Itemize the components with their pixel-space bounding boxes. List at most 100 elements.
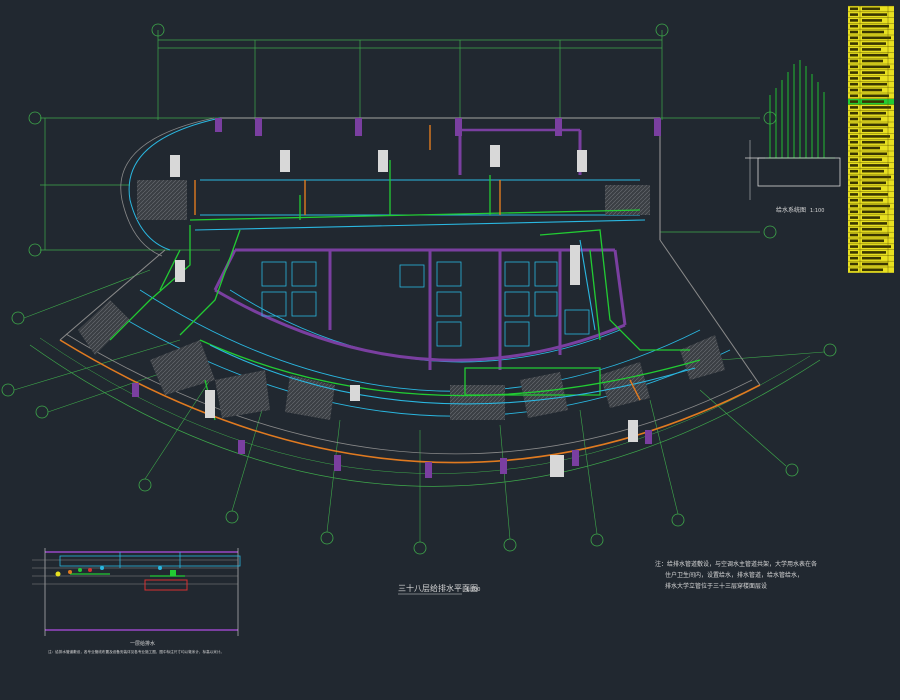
legend-table-code-mark xyxy=(850,111,858,115)
legend-table-code-mark xyxy=(850,129,858,132)
legend-table-code-mark xyxy=(850,245,858,248)
legend-table-desc-mark xyxy=(862,268,883,272)
legend-table-code-mark xyxy=(850,256,858,260)
legend-table-code-mark xyxy=(850,123,858,127)
legend-table-code-mark xyxy=(850,198,858,202)
legend-table-desc-mark xyxy=(862,19,882,22)
riser-caption: 给水系统图 xyxy=(776,206,806,214)
legend-table-code-mark xyxy=(850,36,858,40)
orange-pipe-segments xyxy=(194,125,641,401)
note-line-3: 排水大学立管位于三十三层穿楼面层设 xyxy=(665,582,767,590)
legend-table-desc-mark xyxy=(862,152,887,156)
legend-table-code-mark xyxy=(850,24,858,28)
legend-table-code-mark xyxy=(850,216,858,219)
legend-table-code-mark xyxy=(850,106,858,109)
legend-table-desc-mark xyxy=(862,7,880,11)
legend-table-code-mark xyxy=(850,7,858,11)
notes-block: 注：给排水管道敷设，与空调水主管道共架，大学用水表在各 住户卫生间内，设置给水，… xyxy=(655,560,817,590)
legend-table-code-mark xyxy=(850,53,858,57)
legend-table-code-mark xyxy=(850,30,858,34)
legend-table-desc-mark xyxy=(862,117,881,121)
legend-table-code-mark xyxy=(850,77,858,80)
legend-table-desc-mark xyxy=(862,82,887,86)
legend-table-code-mark xyxy=(850,65,858,69)
legend-table-desc-mark xyxy=(862,13,887,16)
legend-table-desc-mark xyxy=(862,193,888,196)
hatched-floor-areas xyxy=(78,180,725,420)
legend-table-code-mark xyxy=(850,48,858,51)
pipe-tags xyxy=(170,145,638,477)
axis-markers xyxy=(1,23,837,555)
legend-table-code-mark xyxy=(850,175,858,179)
legend-table-desc-mark xyxy=(862,222,887,225)
legend-table-code-mark xyxy=(850,152,858,156)
legend-table-desc-mark xyxy=(862,140,885,144)
legend-table-desc-mark xyxy=(862,88,882,92)
legend-table-desc-mark xyxy=(862,187,881,190)
outer-dimension-arc xyxy=(29,344,821,487)
legend-table-code-mark xyxy=(850,169,858,173)
core-walls xyxy=(213,128,627,370)
legend-table-code-mark xyxy=(850,193,858,196)
legend-table-code-mark xyxy=(850,227,858,231)
riser-diagram: 给水系统图 1:100 xyxy=(745,60,841,214)
legend-table-desc-mark xyxy=(862,94,889,98)
legend-table-desc-mark xyxy=(862,227,882,231)
legend-table-desc-mark xyxy=(862,42,886,45)
legend-table-code-mark xyxy=(850,164,858,167)
legend-table-desc-mark xyxy=(862,181,886,185)
legend-table-code-mark xyxy=(850,158,858,161)
legend-table-desc-mark xyxy=(862,245,891,248)
legend-table-desc-mark xyxy=(862,65,890,69)
legend-table-code-mark xyxy=(850,239,858,243)
legend-table-desc-mark xyxy=(862,164,889,167)
legend-table-desc-mark xyxy=(862,100,884,103)
legend-table-desc-mark xyxy=(862,210,885,214)
legend-table-code-mark xyxy=(850,19,858,22)
legend-table-desc-mark xyxy=(862,262,888,266)
legend-table-code-mark xyxy=(850,100,858,103)
legend-table-code-mark xyxy=(850,233,858,237)
outer-dimension-arc-2 xyxy=(39,337,811,474)
legend-table-desc-mark xyxy=(862,129,883,132)
legend-table-code-mark xyxy=(850,268,858,272)
legend-table-desc-mark xyxy=(862,233,889,237)
detail-caption: 一层给排水 xyxy=(130,640,155,647)
elevator-shafts xyxy=(261,261,590,347)
legend-table-code-mark xyxy=(850,210,858,214)
legend-table-desc-mark xyxy=(862,216,880,219)
legend-table-desc-mark xyxy=(862,123,888,127)
legend-table-desc-mark xyxy=(862,204,890,208)
legend-table-code-mark xyxy=(850,117,858,121)
legend-table-desc-mark xyxy=(862,158,882,161)
legend-table-desc-mark xyxy=(862,106,891,109)
legend-table-code-mark xyxy=(850,146,858,150)
legend-table-desc-mark xyxy=(862,53,888,57)
detail-section: 一层给排水 注：给排水管道敷设，各专业管线布置及设备安装详见各专业施工图，图中标… xyxy=(32,548,241,654)
structural-columns xyxy=(132,118,661,478)
legend-table-code-mark xyxy=(850,251,858,254)
legend-table-desc-mark xyxy=(862,169,884,173)
legend-table-code-mark xyxy=(850,88,858,92)
legend-table xyxy=(848,5,894,273)
legend-table-desc-mark xyxy=(862,59,883,63)
legend-table-code-mark xyxy=(850,71,858,74)
top-dimension-lines xyxy=(40,30,760,251)
legend-table-code-mark xyxy=(850,187,858,190)
legend-table-code-mark xyxy=(850,222,858,225)
legend-table-desc-mark xyxy=(862,111,886,115)
main-title-scale: 1:100 xyxy=(466,587,480,593)
legend-table-desc-mark xyxy=(862,30,884,34)
water-supply-pipes xyxy=(109,160,701,421)
legend-table-code-mark xyxy=(850,42,858,45)
legend-table-desc-mark xyxy=(862,71,885,74)
riser-scale: 1:100 xyxy=(810,208,824,214)
legend-table-desc-mark xyxy=(862,135,890,138)
legend-table-code-mark xyxy=(850,181,858,185)
legend-table-desc-mark xyxy=(862,239,884,243)
legend-table-code-mark xyxy=(850,59,858,63)
legend-table-desc-mark xyxy=(862,251,886,254)
note-line-1: 注：给排水管道敷设，与空调水主管道共架，大学用水表在各 xyxy=(655,560,817,568)
note-line-2: 住户卫生间内，设置给水，排水管道，给水管给水， xyxy=(665,571,803,579)
legend-table-desc-mark xyxy=(862,48,881,51)
